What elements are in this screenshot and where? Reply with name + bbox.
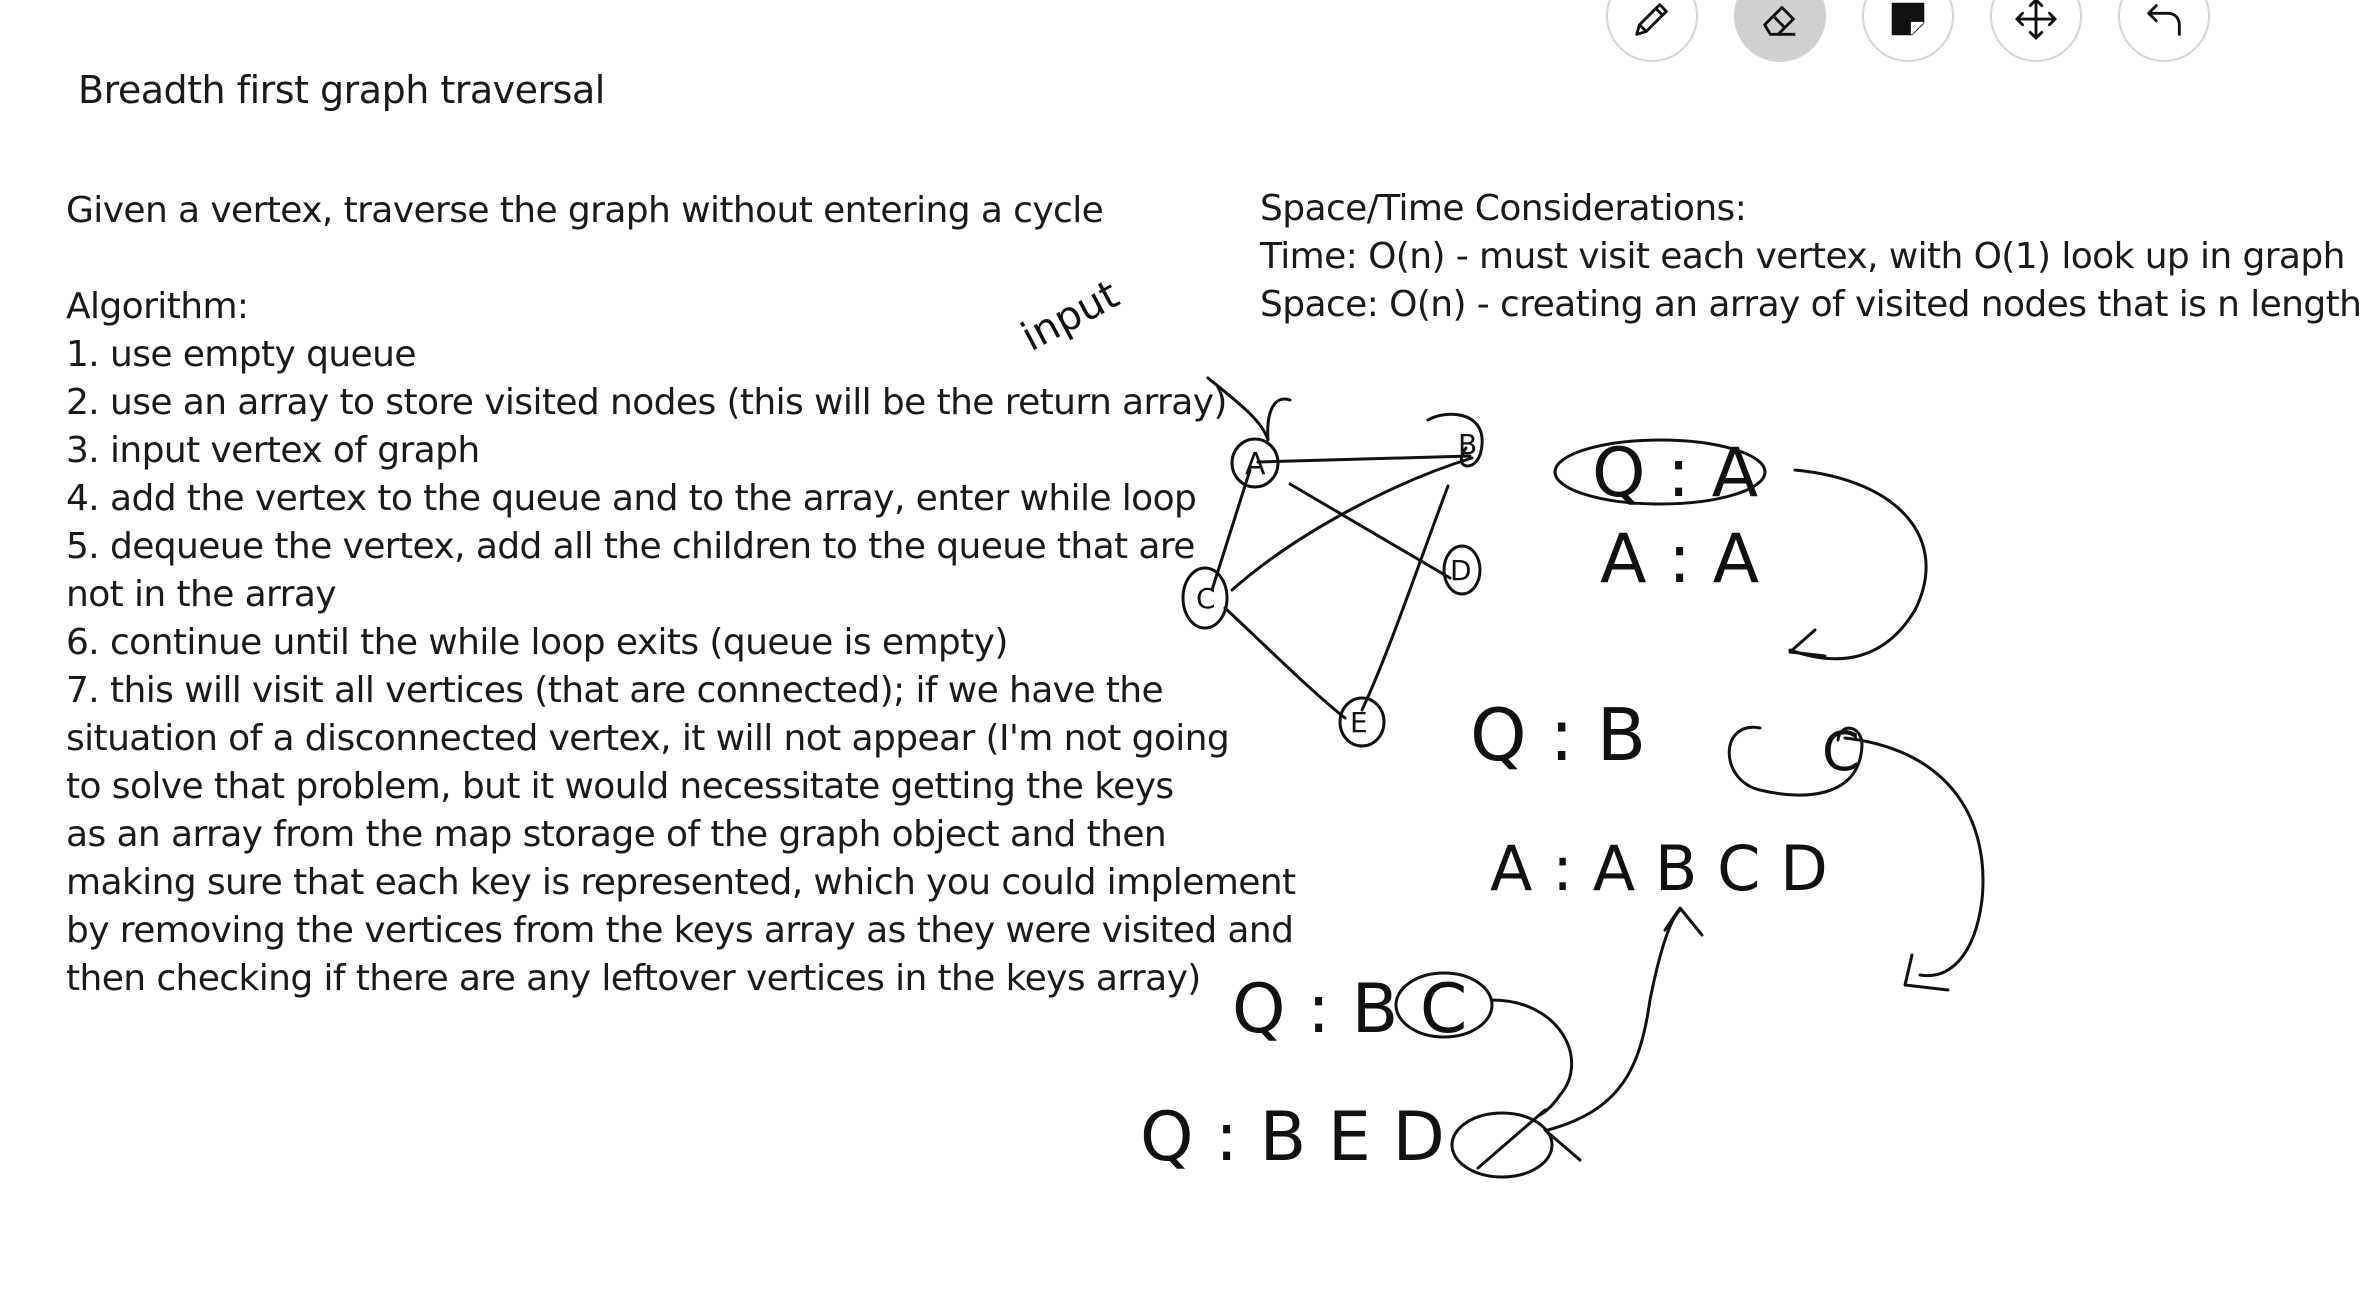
step-1-arrow bbox=[1788, 468, 1928, 661]
queue-step-1: Q : A bbox=[1592, 434, 1758, 513]
note-line: to solve that problem, but it would nece… bbox=[66, 766, 1174, 807]
algorithm-notes: Given a vertex, traverse the graph witho… bbox=[66, 187, 1296, 1003]
step-3-arrow bbox=[1490, 998, 1574, 1117]
note-line: Space/Time Considerations: bbox=[1260, 188, 1747, 229]
queue-step-4: Q : B E D bbox=[1140, 1098, 1445, 1177]
note-line: 1. use empty queue bbox=[66, 334, 416, 375]
eraser-tool-button[interactable] bbox=[1734, 0, 1826, 62]
node-e bbox=[1338, 696, 1386, 748]
eraser-icon bbox=[1763, 6, 1796, 36]
step-4-arrow bbox=[1546, 908, 1682, 1132]
node-b bbox=[1426, 412, 1484, 468]
note-line: Time: O(n) - must visit each vertex, wit… bbox=[1260, 236, 2345, 277]
step-4-arrowhead bbox=[1663, 906, 1704, 937]
page-title: Breadth first graph traversal bbox=[78, 68, 605, 112]
drawing-toolbar bbox=[1606, 0, 2266, 70]
note-line: by removing the vertices from the keys a… bbox=[66, 910, 1294, 951]
node-label: D bbox=[1450, 554, 1472, 587]
note-line: Space: O(n) - creating an array of visit… bbox=[1260, 284, 2361, 325]
queue-step-2-extra: C bbox=[1822, 720, 1860, 783]
sticky-note-icon bbox=[1891, 2, 1925, 36]
note-line: 7. this will visit all vertices (that ar… bbox=[66, 670, 1164, 711]
note-line: 2. use an array to store visited nodes (… bbox=[66, 382, 1227, 423]
queue-step-2: Q : B bbox=[1470, 693, 1646, 777]
array-step-2: A : A B C D bbox=[1490, 832, 1828, 905]
note-line: 6. continue until the while loop exits (… bbox=[66, 622, 1008, 663]
note-line: not in the array bbox=[66, 574, 337, 615]
complexity-notes: Space/Time Considerations: Time: O(n) - … bbox=[1260, 185, 2361, 329]
note-line: situation of a disconnected vertex, it w… bbox=[66, 718, 1230, 759]
undo-tool-button[interactable] bbox=[2118, 0, 2210, 62]
queue-step-2-extra-circle bbox=[1727, 725, 1864, 797]
note-line: 4. add the vertex to the queue and to th… bbox=[66, 478, 1197, 519]
step-2-arrowhead bbox=[1903, 953, 1950, 992]
edge-b-e bbox=[1360, 484, 1450, 712]
queue-step-3-circle bbox=[1394, 971, 1494, 1039]
queue-step-4-strike bbox=[1476, 1108, 1582, 1170]
step-2-arrow bbox=[1843, 736, 1985, 978]
pencil-icon bbox=[1635, 3, 1668, 36]
undo-icon bbox=[2147, 4, 2181, 36]
note-line: Given a vertex, traverse the graph witho… bbox=[66, 190, 1104, 231]
node-label: E bbox=[1350, 706, 1368, 739]
node-d bbox=[1442, 544, 1482, 596]
queue-step-1-circle bbox=[1553, 438, 1767, 506]
pen-tool-button[interactable] bbox=[1606, 0, 1698, 62]
queue-step-4-circle bbox=[1450, 1111, 1554, 1179]
array-step-1: A : A bbox=[1600, 520, 1759, 599]
note-line: as an array from the map storage of the … bbox=[66, 814, 1167, 855]
edge-a-d bbox=[1288, 482, 1452, 580]
note-line: 3. input vertex of graph bbox=[66, 430, 480, 471]
note-line-blank bbox=[66, 235, 1296, 283]
move-tool-button[interactable] bbox=[1990, 0, 2082, 62]
note-line: Algorithm: bbox=[66, 286, 249, 327]
note-line: making sure that each key is represented… bbox=[66, 862, 1296, 903]
note-line: then checking if there are any leftover … bbox=[66, 958, 1201, 999]
step-1-arrowhead bbox=[1788, 628, 1827, 658]
move-arrows-icon bbox=[2015, 0, 2057, 40]
note-line: 5. dequeue the vertex, add all the child… bbox=[66, 526, 1195, 567]
node-label: B bbox=[1458, 428, 1477, 461]
sticky-note-tool-button[interactable] bbox=[1862, 0, 1954, 62]
